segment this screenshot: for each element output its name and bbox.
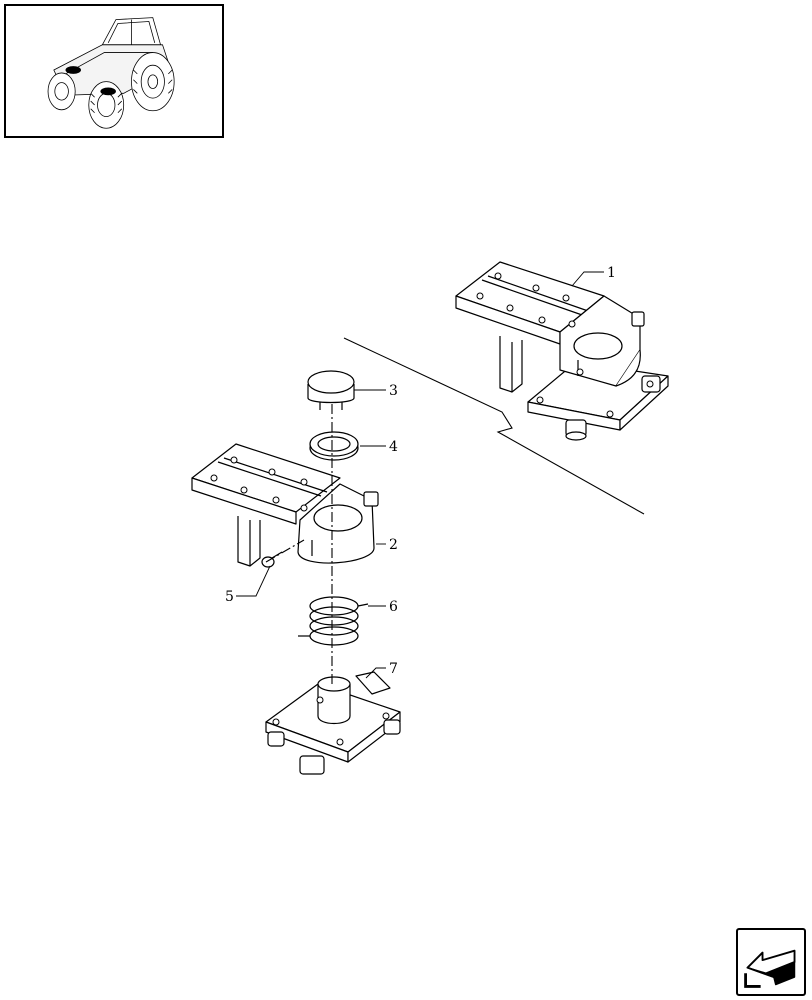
screw-part-5 — [261, 551, 283, 568]
tractor-icon — [47, 17, 175, 129]
callout-7: 7 — [389, 661, 398, 677]
callout-3: 3 — [389, 383, 398, 399]
cap-part-3 — [307, 370, 355, 410]
tractor-thumbnail — [4, 4, 224, 138]
back-navigation-button[interactable] — [736, 928, 806, 996]
back-arrow-icon — [744, 949, 796, 988]
callout-leaders — [236, 271, 604, 679]
callout-5: 5 — [225, 589, 234, 605]
callout-4: 4 — [389, 439, 398, 455]
seal-ring-part-4 — [309, 431, 359, 461]
center-axis-line — [265, 404, 333, 684]
group-leader-line — [343, 337, 645, 515]
callout-6: 6 — [389, 599, 398, 615]
callout-2: 2 — [389, 537, 398, 553]
spring-part-6 — [298, 596, 369, 646]
bracket-part-2 — [191, 443, 379, 567]
bracket-assembly-part-1 — [455, 261, 669, 441]
callout-1: 1 — [607, 265, 616, 281]
base-plate-part-7 — [265, 671, 401, 775]
